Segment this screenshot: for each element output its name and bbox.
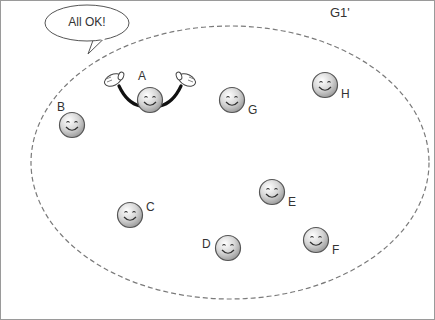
person-label: H [341,88,350,102]
right-glove [175,71,197,89]
person-face: G [218,86,246,114]
person-face: B [58,111,86,139]
face-circle [138,88,163,113]
face-circle [260,180,285,205]
person-face: A [136,86,164,114]
group-region: ABCDEFGHG1' [30,25,430,300]
face-circle [118,203,143,228]
person-face-shape [214,234,242,262]
speech-text: All OK! [68,16,105,30]
left-arm [119,86,140,106]
face-circle [216,236,241,261]
face-eyes [145,97,156,98]
person-face: E [258,178,286,206]
face-smile [222,250,234,253]
face-smile [319,87,331,90]
face-smile [310,242,322,245]
person-face-shape [218,86,246,114]
face-eyes [320,82,331,83]
face-circle [60,113,85,138]
dashed-ellipse [31,26,429,299]
bubble-joint [96,35,106,42]
person-label: G [248,104,257,118]
face-eyes [267,189,278,190]
person-face: H [311,71,339,99]
face-eyes [67,122,78,123]
person-face-shape [302,226,330,254]
person-face-shape [58,111,86,139]
speech-bubble: All OK! [44,4,130,42]
person-label: A [138,70,146,84]
face-eyes [125,212,136,213]
face-circle [220,88,245,113]
person-face: D [214,234,242,262]
person-face-shape [136,86,164,114]
face-smile [144,102,156,105]
bubble-outline [45,5,129,41]
face-smile [266,194,278,197]
person-label: E [288,196,296,210]
person-label: D [202,238,211,252]
face-smile [66,127,78,130]
face-circle [304,228,329,253]
person-label: F [332,244,339,258]
face-eyes [227,97,238,98]
left-glove [103,71,125,89]
person-face-shape [311,71,339,99]
person-face: F [302,226,330,254]
person-face: C [116,201,144,229]
person-face-shape [116,201,144,229]
group-name: G1' [330,6,350,21]
person-label: B [57,101,65,115]
face-circle [313,73,338,98]
face-smile [226,102,238,105]
person-face-shape [258,178,286,206]
right-arm [160,86,181,106]
face-eyes [311,237,322,238]
person-label: C [146,201,155,215]
face-smile [124,217,136,220]
face-eyes [223,245,234,246]
